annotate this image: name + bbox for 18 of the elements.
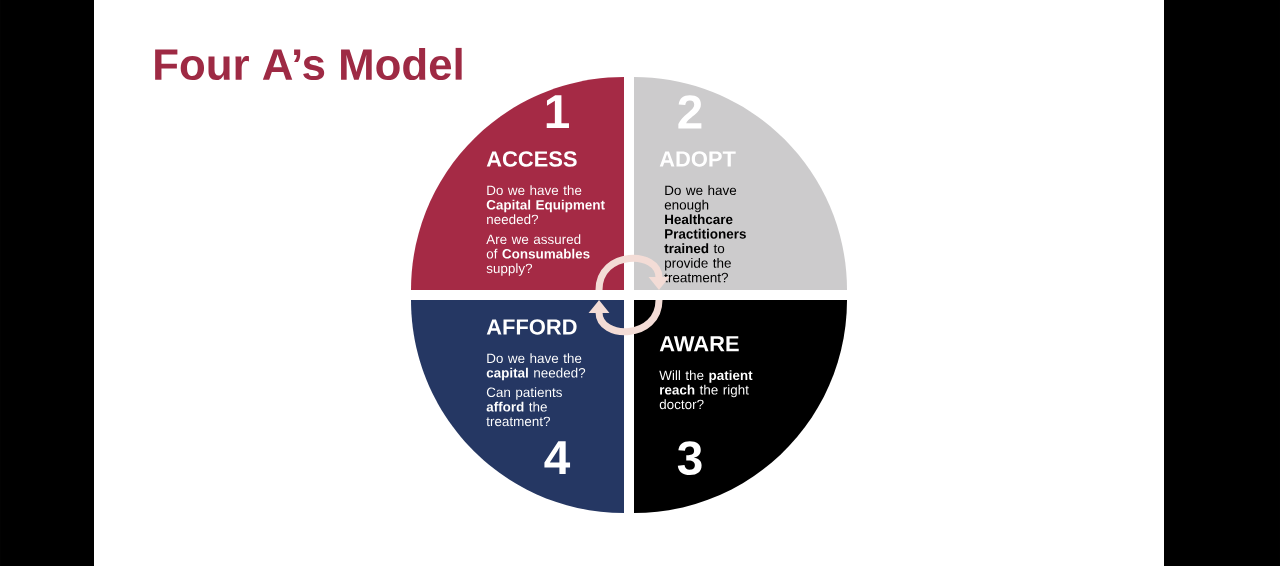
question-text: Will the patient reach the right doctor? (659, 370, 753, 410)
step-number: 3 (677, 441, 702, 476)
quadrant (634, 300, 847, 513)
question-text: Are we assured of Consumables supply? (486, 234, 590, 276)
curved-arrow (595, 254, 670, 291)
question-text: Can patients afford the treatment? (486, 387, 562, 427)
heading: AWARE (659, 336, 739, 352)
title: Four A’s Model (155, 47, 462, 81)
step-number: 4 (544, 441, 571, 475)
heading: ACCESS (486, 151, 577, 167)
quadrant (634, 77, 847, 290)
step-number: 1 (546, 95, 569, 129)
question-text: Do we have the Capital Equipment needed? (486, 185, 605, 225)
heading: AFFORD (486, 319, 577, 335)
quadrant (411, 300, 624, 513)
question-text: Do we have enough Healthcare Practitioners trained to provide the treatment? (664, 185, 746, 283)
curved-arrow (588, 299, 663, 336)
question-text: Do we have the capital needed? (486, 353, 586, 381)
